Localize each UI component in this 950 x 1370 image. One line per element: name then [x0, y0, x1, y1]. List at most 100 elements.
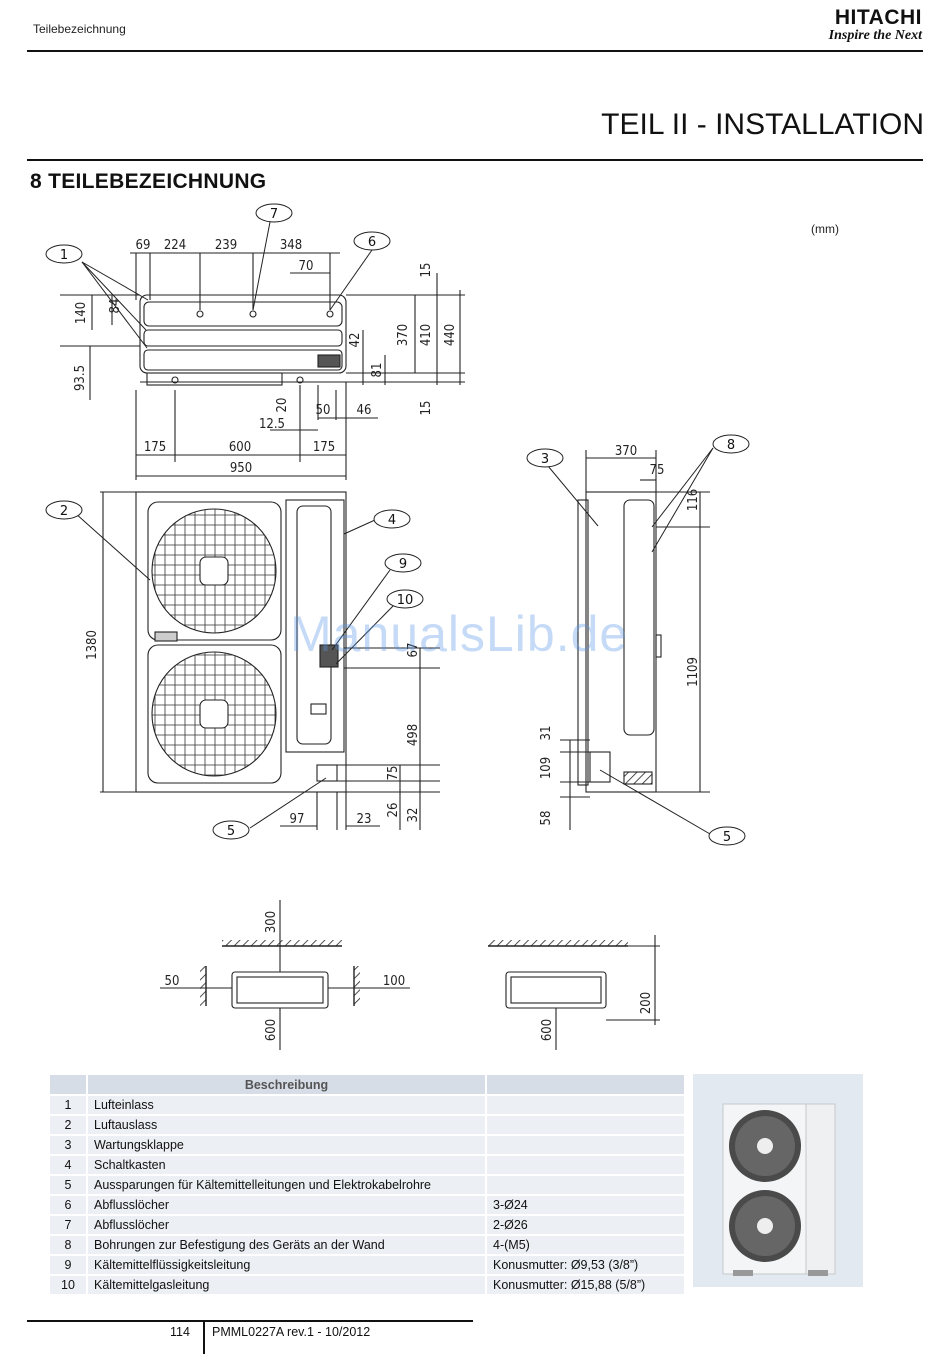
row-spec: Konusmutter: Ø15,88 (5/8”) [487, 1276, 684, 1294]
front-view [100, 491, 440, 830]
part-rule [27, 159, 923, 161]
row-desc: Lufteinlass [88, 1096, 485, 1114]
dim-clear-100: 100 [383, 974, 405, 989]
row-num: 2 [50, 1116, 86, 1134]
page-number: 114 [170, 1325, 190, 1339]
row-desc: Abflusslöcher [88, 1216, 485, 1234]
dim-top-600: 600 [229, 440, 251, 455]
dim-top-15a: 15 [419, 263, 434, 278]
brand-logo: HITACHI Inspire the Next [828, 7, 922, 44]
dim-clear-600b: 600 [540, 1019, 555, 1041]
row-num: 9 [50, 1256, 86, 1274]
row-desc: Bohrungen zur Befestigung des Geräts an … [88, 1236, 485, 1254]
dim-top-175a: 175 [144, 440, 166, 455]
part-title: TEIL II - INSTALLATION [601, 108, 924, 141]
dim-top-175b: 175 [313, 440, 335, 455]
document-reference: PMML0227A rev.1 - 10/2012 [212, 1325, 371, 1339]
dim-top-50: 50 [316, 403, 331, 418]
clearance-view-right [488, 935, 660, 1050]
callout-4: 4 [388, 513, 396, 528]
dim-top-224: 224 [164, 238, 186, 253]
callout-6: 6 [368, 235, 376, 250]
dim-front-67: 67 [406, 643, 421, 658]
dim-clear-600a: 600 [264, 1019, 279, 1041]
side-view [560, 450, 710, 830]
dimension-labels: 69 224 239 348 70 15 370 410 440 140 84 … [73, 238, 701, 1041]
dim-top-410: 410 [419, 324, 434, 346]
top-view [60, 252, 465, 480]
dim-top-950: 950 [230, 461, 252, 476]
row-desc: Schaltkasten [88, 1156, 485, 1174]
row-spec: 3-Ø24 [487, 1196, 684, 1214]
table-header-spec [487, 1075, 684, 1094]
callout-3: 3 [541, 452, 549, 467]
callouts: 1 2 3 4 5 5 6 7 8 9 10 [45, 203, 750, 846]
dim-side-109: 109 [539, 757, 554, 779]
dim-top-93-5: 93.5 [73, 365, 88, 391]
callout-7: 7 [270, 207, 278, 222]
dim-side-31: 31 [539, 726, 554, 741]
callout-5-front: 5 [227, 824, 235, 839]
row-desc: Kältemittelflüssigkeitsleitung [88, 1256, 485, 1274]
dim-side-75: 75 [650, 463, 665, 478]
footer-divider [203, 1320, 205, 1354]
row-num: 3 [50, 1136, 86, 1154]
watermark: ManualsLib.de [290, 606, 629, 662]
callout-9: 9 [399, 557, 407, 572]
dim-top-69: 69 [136, 238, 151, 253]
footer-rule [27, 1320, 473, 1322]
callout-8: 8 [727, 438, 735, 453]
row-spec [487, 1116, 684, 1134]
outdoor-unit-image [693, 1074, 863, 1287]
row-num: 7 [50, 1216, 86, 1234]
product-photo [693, 1074, 863, 1287]
table-header-row: Beschreibung [50, 1075, 684, 1094]
technical-drawing: 1 2 3 4 5 5 6 7 8 9 10 69 224 239 348 70… [45, 203, 750, 1050]
row-desc: Luftauslass [88, 1116, 485, 1134]
dim-clear-50: 50 [165, 974, 180, 989]
leader-lines [74, 221, 714, 835]
callout-5-side: 5 [723, 830, 731, 845]
running-title: Teilebezeichnung [33, 22, 126, 36]
dim-top-370: 370 [396, 324, 411, 346]
row-desc: Wartungsklappe [88, 1136, 485, 1154]
row-num: 10 [50, 1276, 86, 1294]
row-spec [487, 1136, 684, 1154]
dim-top-140: 140 [74, 302, 89, 324]
dim-clear-300: 300 [264, 911, 279, 933]
clearance-view-left [160, 900, 410, 1050]
dim-top-15b: 15 [419, 401, 434, 416]
dim-side-116: 116 [686, 489, 701, 511]
dim-top-440: 440 [443, 324, 458, 346]
callout-2: 2 [60, 504, 68, 519]
brand-tagline: Inspire the Next [828, 28, 922, 43]
dim-top-12-5: 12.5 [259, 417, 285, 432]
table-header-num [50, 1075, 86, 1094]
row-num: 5 [50, 1176, 86, 1194]
dim-side-370: 370 [615, 444, 637, 459]
dim-top-81: 81 [370, 363, 385, 378]
dim-clear-200: 200 [639, 992, 654, 1014]
row-spec: Konusmutter: Ø9,53 (3/8”) [487, 1256, 684, 1274]
row-spec [487, 1096, 684, 1114]
callout-1: 1 [60, 248, 68, 263]
dim-top-42: 42 [348, 333, 363, 348]
callout-10: 10 [397, 593, 414, 608]
dim-front-26: 26 [386, 803, 401, 818]
row-desc: Abflusslöcher [88, 1196, 485, 1214]
row-num: 8 [50, 1236, 86, 1254]
unit-label: (mm) [811, 222, 839, 236]
dim-top-46: 46 [357, 403, 372, 418]
row-desc: Aussparungen für Kältemittelleitungen un… [88, 1176, 485, 1194]
dim-front-498: 498 [406, 724, 421, 746]
